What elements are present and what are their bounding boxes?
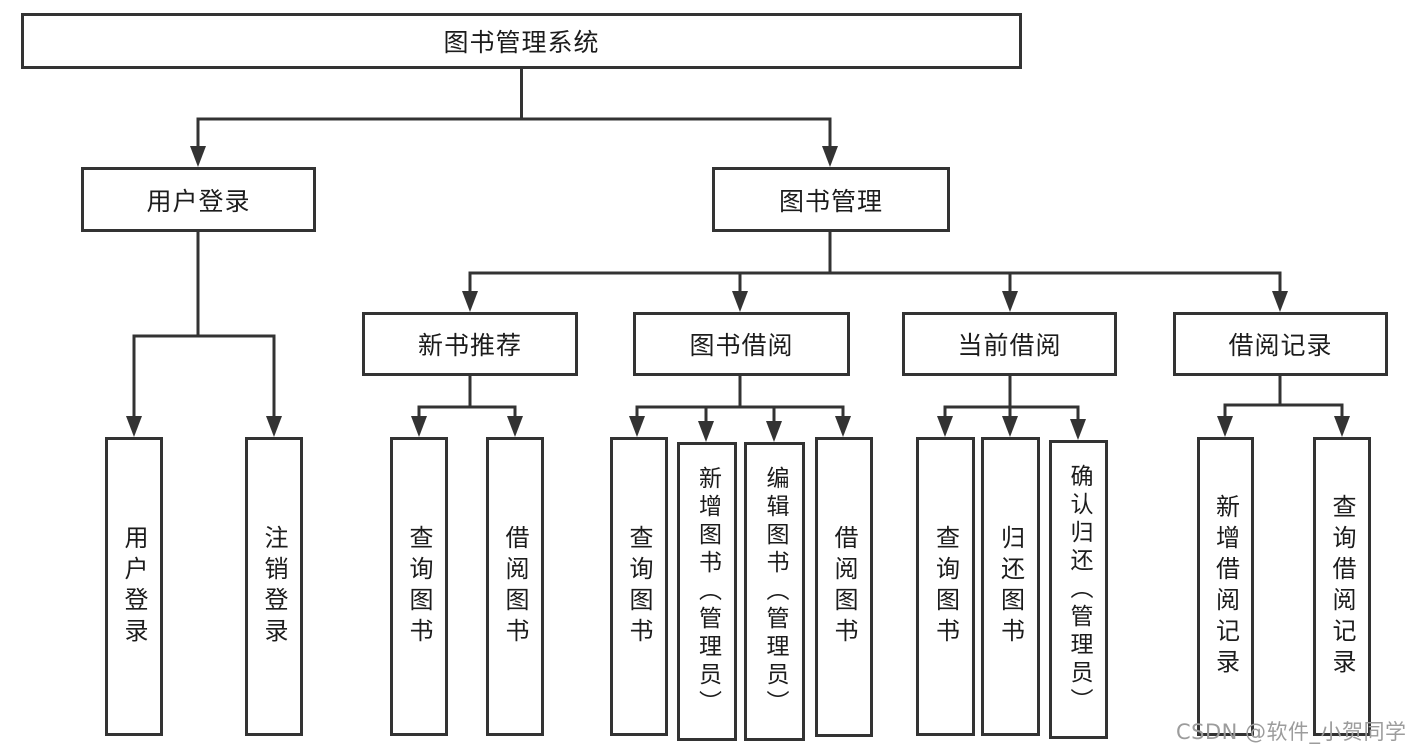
arrow-down-icon [835, 416, 851, 437]
leaf-confirm-return-admin: 确认归还（管理员） [1049, 440, 1108, 739]
arrow-down-icon [1002, 291, 1018, 312]
arrowhead-icons [126, 146, 1350, 442]
bus-level2 [468, 271, 1282, 303]
leaf-query-books-borrow: 查询图书 [610, 437, 668, 736]
arrow-down-icon [766, 421, 782, 442]
leaf-query-borrow-record: 查询借阅记录 [1313, 437, 1371, 736]
leaf-logout: 注销登录 [245, 437, 303, 736]
arrow-down-icon [1002, 416, 1018, 437]
bus-level1 [196, 117, 832, 157]
leaf-query-books-current: 查询图书 [916, 437, 975, 736]
leaf-return-books: 归还图书 [981, 437, 1040, 736]
node-root-title: 图书管理系统 [21, 13, 1022, 69]
node-book-borrow: 图书借阅 [633, 312, 850, 376]
leaf-edit-books-admin: 编辑图书（管理员） [744, 442, 805, 741]
leaf-query-books-recommend: 查询图书 [390, 437, 448, 736]
arrow-down-icon [266, 416, 282, 437]
arrow-down-icon [1217, 416, 1233, 437]
node-user-login: 用户登录 [81, 167, 316, 232]
arrow-down-icon [822, 146, 838, 167]
arrow-down-icon [507, 416, 523, 437]
arrow-down-icon [629, 416, 645, 437]
arrow-down-icon [1070, 419, 1086, 440]
arrow-down-icon [698, 421, 714, 442]
arrow-down-icon [462, 291, 478, 312]
node-new-book-recommend: 新书推荐 [362, 312, 578, 376]
arrow-down-icon [126, 416, 142, 437]
leaf-add-borrow-record: 新增借阅记录 [1197, 437, 1254, 736]
leaf-user-login: 用户登录 [105, 437, 163, 736]
node-borrow-records: 借阅记录 [1173, 312, 1388, 376]
split-user-login [132, 334, 276, 428]
split-new-book [417, 405, 517, 428]
connector-stems [132, 69, 1344, 433]
split-borrow-records [1223, 403, 1344, 428]
arrow-down-icon [937, 416, 953, 437]
leaf-add-books-admin: 新增图书（管理员） [677, 442, 737, 741]
leaf-borrow-books-recommend: 借阅图书 [486, 437, 544, 736]
arrow-down-icon [1334, 416, 1350, 437]
csdn-watermark: CSDN @软件_小贺同学 [1176, 720, 1405, 744]
split-book-borrow [635, 405, 845, 428]
node-book-management: 图书管理 [712, 167, 950, 232]
arrow-down-icon [190, 146, 206, 167]
leaf-borrow-books: 借阅图书 [815, 437, 873, 737]
arrow-down-icon [732, 291, 748, 312]
node-current-borrow: 当前借阅 [902, 312, 1117, 376]
arrow-down-icon [411, 416, 427, 437]
arrow-down-icon [1272, 291, 1288, 312]
